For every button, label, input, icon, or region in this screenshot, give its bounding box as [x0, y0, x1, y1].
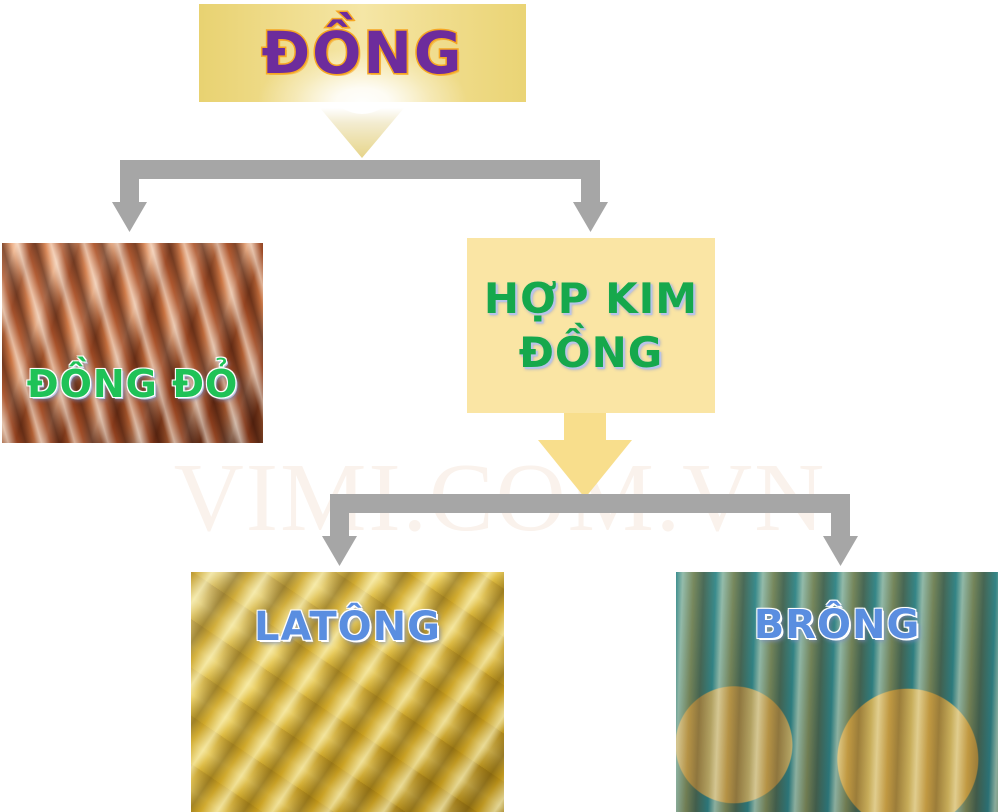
connector-level2-bracket: [322, 494, 858, 566]
connector-level1-bracket: [112, 160, 608, 232]
alloy-label-line1: HỢP KIM: [483, 273, 699, 323]
node-latong-photo-card[interactable]: LATÔNG: [191, 572, 504, 812]
page-title: ĐỒNG: [260, 18, 464, 89]
node-brong-photo-card[interactable]: BRÔNG: [676, 572, 998, 812]
node-dong-do-photo-card[interactable]: ĐỒNG ĐỎ: [2, 243, 263, 443]
photo-label-brong: BRÔNG: [753, 602, 921, 648]
photo-label-dong-do: ĐỒNG ĐỎ: [26, 362, 239, 406]
photo-label-latong: LATÔNG: [254, 604, 441, 650]
node-dong-title-box: ĐỒNG: [199, 4, 526, 102]
connector-title-down-arrow-icon: [320, 108, 404, 158]
alloy-label-line2: ĐỒNG: [518, 327, 664, 377]
node-hop-kim-dong-box: HỢP KIM ĐỒNG: [467, 238, 715, 413]
connector-alloy-down-arrow-icon: [538, 410, 632, 498]
